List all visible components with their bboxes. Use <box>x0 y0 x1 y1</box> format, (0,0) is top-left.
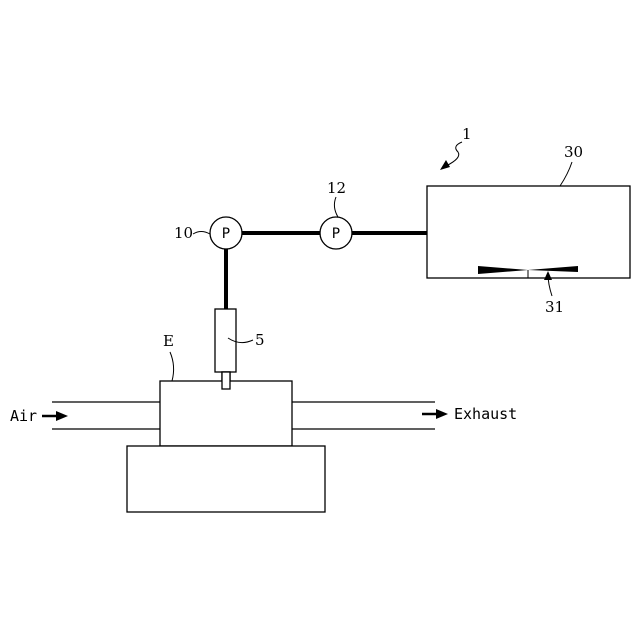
ref-pump-12: 12 <box>327 179 346 197</box>
exhaust-arrow <box>422 409 448 419</box>
air-arrow <box>42 411 68 421</box>
exhaust-label: Exhaust <box>454 405 517 423</box>
pump-12: P <box>320 217 352 249</box>
ref-engine-e-leader <box>170 352 174 381</box>
ref-tank-30-leader <box>560 162 572 186</box>
ref-nozzle-31: 31 <box>545 298 564 316</box>
injector-5-tip-mount <box>222 372 230 389</box>
ref-system-1-arrowhead <box>440 160 450 170</box>
engine-block <box>127 446 325 512</box>
tank-30 <box>427 186 630 278</box>
ref-system-1: 1 <box>462 125 472 143</box>
pump-12-symbol: P <box>332 226 340 242</box>
ref-tank-30: 30 <box>564 143 583 161</box>
engine-cylinder-head <box>160 381 292 446</box>
ref-pump-10-leader <box>193 232 210 235</box>
ref-system-1-leader <box>446 142 462 166</box>
pump-10: P <box>210 217 242 249</box>
pump-10-symbol: P <box>222 226 230 242</box>
ref-injector-5: 5 <box>255 331 265 349</box>
air-label: Air <box>10 407 37 425</box>
ref-pump-12-leader <box>334 197 338 217</box>
ref-pump-10: 10 <box>174 224 193 242</box>
ref-engine-e: E <box>163 332 174 350</box>
